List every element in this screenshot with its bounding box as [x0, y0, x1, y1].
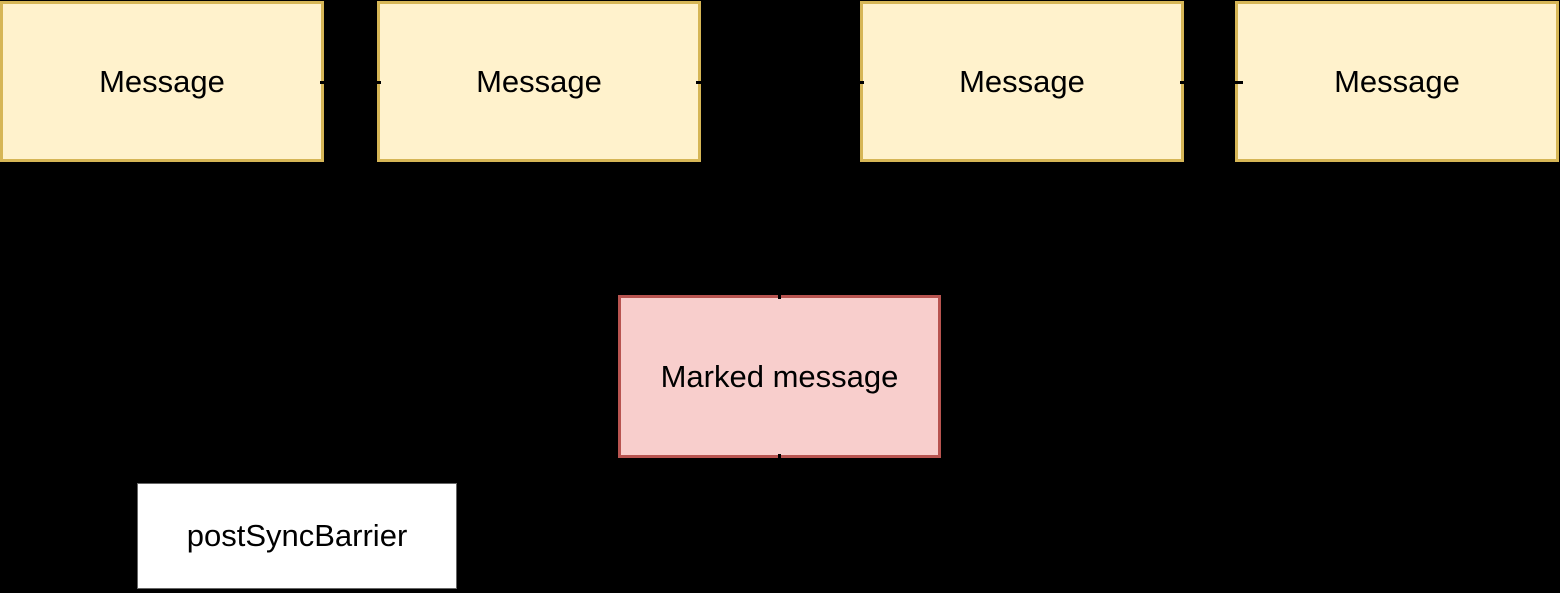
connector-marked-message-down — [778, 454, 781, 530]
post-sync-barrier-node: postSyncBarrier — [137, 483, 457, 589]
connector-message-1-message-2 — [320, 81, 381, 84]
message-node-2: Message — [377, 1, 701, 162]
connector-message-3-message-4 — [1180, 81, 1243, 84]
message-node-1-label: Message — [99, 63, 225, 99]
message-node-3: Message — [860, 1, 1184, 162]
message-node-2-label: Message — [476, 63, 602, 99]
connector-queue-marked-message — [778, 82, 781, 299]
marked-message-node: Marked message — [618, 295, 941, 458]
connector-elbow-post-sync-barrier — [461, 528, 781, 531]
message-node-4-label: Message — [1334, 63, 1460, 99]
message-node-3-label: Message — [959, 63, 1085, 99]
message-node-4: Message — [1235, 1, 1559, 162]
message-node-1: Message — [0, 1, 324, 162]
marked-message-node-label: Marked message — [660, 358, 899, 394]
post-sync-barrier-node-label: postSyncBarrier — [186, 518, 408, 553]
